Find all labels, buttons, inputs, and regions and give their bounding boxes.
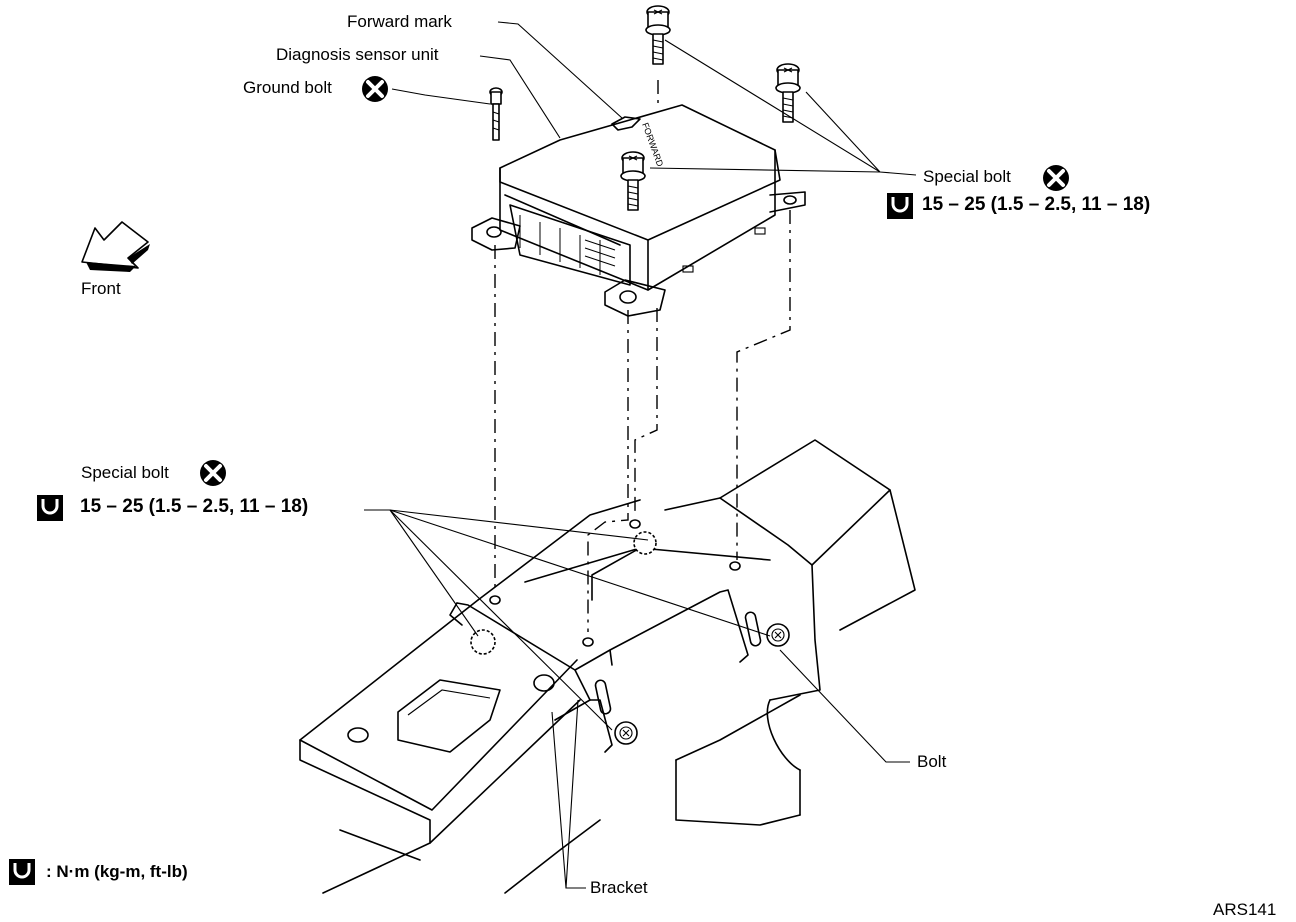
- ground-bolt: [489, 87, 503, 141]
- torque-upper-value: 15 – 25 (1.5 – 2.5, 11 – 18): [922, 194, 1151, 215]
- special-bolt-upper-label: Special bolt: [923, 167, 1011, 186]
- torque-lower-icon: [35, 493, 65, 523]
- torque-units-legend: : N·m (kg-m, ft-lb): [46, 862, 188, 881]
- ground-bolt-do-not-reuse-icon: [360, 74, 390, 104]
- forward-mark-label: Forward mark: [347, 12, 452, 31]
- alignment-lines: [494, 80, 791, 632]
- bolt-label: Bolt: [917, 752, 947, 771]
- special-bolt-lower-label: Special bolt: [81, 463, 169, 482]
- bracket-bolts: [470, 519, 790, 745]
- front-label: Front: [81, 279, 121, 298]
- torque-lower-value: 15 – 25 (1.5 – 2.5, 11 – 18): [80, 496, 309, 517]
- ground-bolt-label: Ground bolt: [243, 78, 332, 97]
- torque-legend-icon: [7, 857, 37, 887]
- front-arrow-icon: [81, 221, 150, 272]
- leader-lines: [364, 21, 917, 889]
- bracket-label: Bracket: [590, 878, 648, 897]
- torque-upper-icon: [885, 191, 915, 221]
- diagnosis-sensor-unit-label: Diagnosis sensor unit: [276, 45, 439, 64]
- figure-code: ARS141: [1213, 900, 1277, 919]
- special-bolt-lower-do-not-reuse-icon: [198, 458, 228, 488]
- bracket: [449, 589, 762, 753]
- center-console: [299, 439, 916, 894]
- special-bolt-upper-do-not-reuse-icon: [1041, 163, 1071, 193]
